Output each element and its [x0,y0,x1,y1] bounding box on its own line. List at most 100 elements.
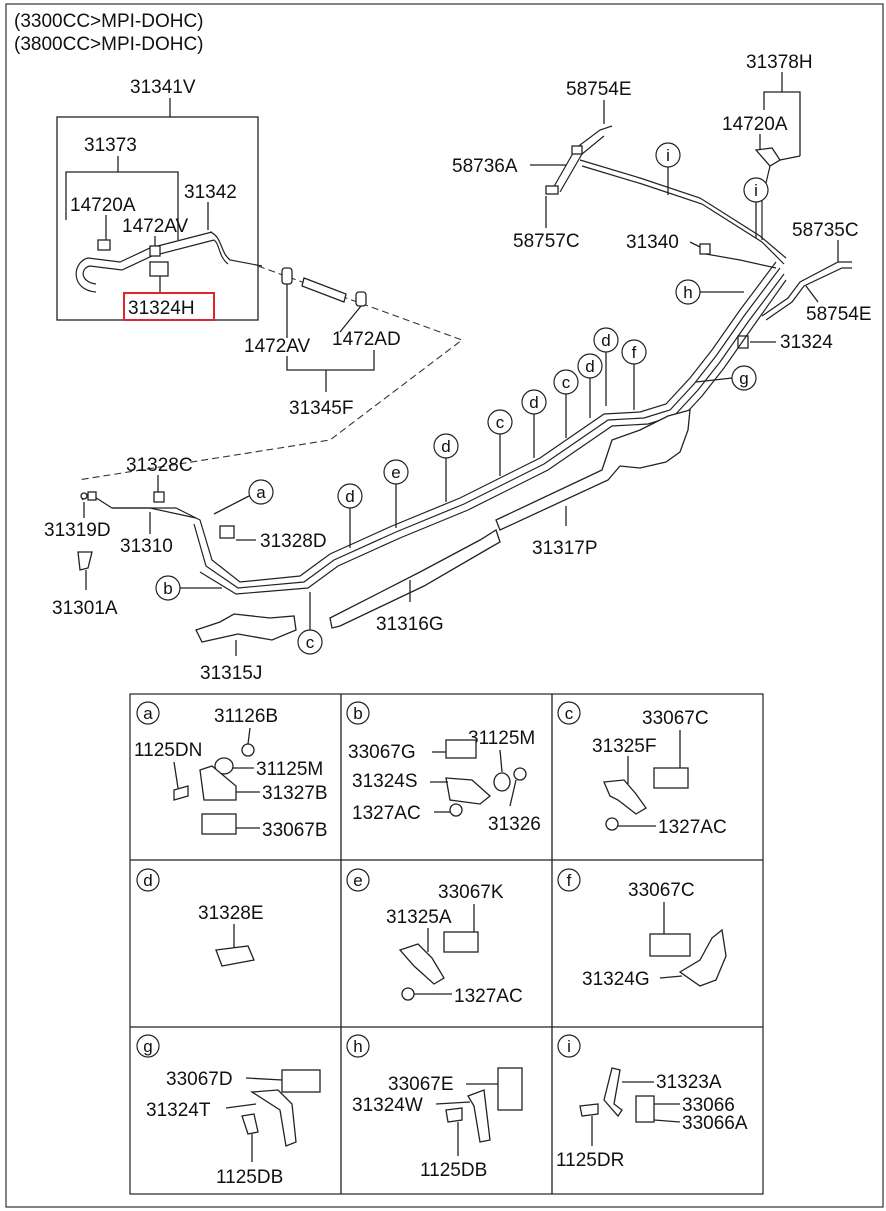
part-label-31326[interactable]: 31326 [488,814,541,835]
part-label-31378H[interactable]: 31378H [746,52,813,73]
callout-a[interactable] [248,479,274,505]
part-label-31125M[interactable]: 31125M [256,759,323,780]
part-label-31315J[interactable]: 31315J [200,663,262,684]
part-label-33066A[interactable]: 33066A [682,1113,748,1134]
part-label-1472AV-left[interactable]: 1472AV [122,216,189,237]
part-label-31324[interactable]: 31324 [780,332,833,353]
part-label-1125DB[interactable]: 1125DB [420,1160,487,1181]
frame-rail-rear [495,409,691,531]
clamp-block-icon [497,1067,523,1111]
bolt-icon [241,1113,259,1135]
part-label-33067D[interactable]: 33067D [166,1069,233,1090]
cell-letter: f [567,871,572,890]
detail-grid [129,693,764,1195]
clamp-icon [97,239,111,251]
part-label-1125DN[interactable]: 1125DN [134,740,202,761]
clamp-block-icon [281,1069,321,1093]
cell-letter: c [565,704,574,723]
part-label-33066[interactable]: 33066 [682,1095,735,1116]
part-label-58754E-top[interactable]: 58754E [566,79,632,100]
callout-e-letter: e [391,463,400,482]
callout-i-letter: i [666,146,670,165]
part-label-31125M[interactable]: 31125M [468,728,535,749]
hose-segment [301,277,347,303]
part-label-1327AC[interactable]: 1327AC [352,803,421,824]
part-label-31301A[interactable]: 31301A [52,598,118,619]
clamp-block-icon [443,931,479,953]
part-label-31328E[interactable]: 31328E [198,903,264,924]
bracket-icon [445,777,492,805]
clamp-icon [149,245,161,257]
part-label-1472AV-mid[interactable]: 1472AV [244,336,311,357]
detail-cell-b: b 33067G 31125M 31324S 1327AC 31326 [346,701,541,835]
nut-icon [449,803,463,817]
callout-a-letter: a [256,483,266,502]
part-label-31323A[interactable]: 31323A [656,1072,722,1093]
fitting-icon [87,491,97,501]
clamp-icon [754,147,781,167]
part-label-1327AC[interactable]: 1327AC [454,986,523,1007]
part-label-31324G[interactable]: 31324G [582,969,650,990]
part-label-31319D[interactable]: 31319D [44,520,111,541]
part-label-1125DR[interactable]: 1125DR [556,1150,624,1171]
part-label-33067C[interactable]: 33067C [642,708,709,729]
part-label-33067E[interactable]: 33067E [388,1074,454,1095]
frame-rail-mid [329,529,501,629]
part-label-31328D[interactable]: 31328D [260,531,327,552]
part-label-1327AC[interactable]: 1327AC [658,817,727,838]
part-label-31325A[interactable]: 31325A [386,907,452,928]
part-label-33067K[interactable]: 33067K [438,882,504,903]
clamp-icon [699,243,711,255]
part-label-14720A-left[interactable]: 14720A [70,195,136,216]
part-label-31324H[interactable]: 31324H [128,298,195,319]
part-label-31325F[interactable]: 31325F [592,736,656,757]
detail-cell-f: f 33067C 31324G [557,868,727,990]
part-label-31342[interactable]: 31342 [184,182,237,203]
part-label-31324S[interactable]: 31324S [352,771,418,792]
part-label-31341V[interactable]: 31341V [130,77,196,98]
part-label-33067C[interactable]: 33067C [628,880,695,901]
part-label-58736A[interactable]: 58736A [452,156,518,177]
part-label-31310[interactable]: 31310 [120,536,173,557]
part-label-31328C[interactable]: 31328C [126,455,193,476]
callout-g-letter: g [739,369,748,388]
part-label-31316G[interactable]: 31316G [376,614,444,635]
callout-d-letter: d [345,487,354,506]
bracket-icon [398,943,445,985]
part-label-58754E-right[interactable]: 58754E [806,304,872,325]
cell-letter: i [567,1037,571,1056]
bracket-icon [250,1089,297,1147]
callout-d-letter: d [601,331,610,350]
part-label-31327B[interactable]: 31327B [262,783,328,804]
part-label-31324T[interactable]: 31324T [146,1100,211,1121]
part-label-58757C[interactable]: 58757C [513,231,580,252]
cell-letter: b [353,704,362,723]
part-label-31324W[interactable]: 31324W [352,1095,423,1116]
callout-c-letter: c [562,373,571,392]
part-label-58735C[interactable]: 58735C [792,220,859,241]
detail-cell-h: h 33067E 31324W 1125DB [346,1034,523,1181]
part-label-1472AD[interactable]: 1472AD [332,329,401,350]
clip-icon [77,551,93,571]
part-label-33067B[interactable]: 33067B [262,820,328,841]
frame-rail-front [195,613,297,643]
callout-h-letter: h [683,283,692,302]
clamp-block-icon [635,1095,655,1123]
cell-letter: e [353,871,362,890]
part-label-31317P[interactable]: 31317P [532,538,598,559]
clamp-icon [737,335,749,349]
bracket-icon [467,1089,491,1143]
bracket-icon [603,1067,623,1118]
bolt-icon [445,1107,463,1123]
part-label-31126B[interactable]: 31126B [214,706,278,727]
part-label-14720A-right[interactable]: 14720A [722,114,788,135]
grommet-icon [241,743,255,757]
part-label-31340[interactable]: 31340 [626,232,679,253]
detail-cell-a: a 31126B 1125DN 31125M 31327B 33067B [134,701,328,841]
part-label-31345F[interactable]: 31345F [289,398,353,419]
part-label-33067G[interactable]: 33067G [348,742,416,763]
part-label-31373[interactable]: 31373 [84,135,137,156]
nut-icon [605,817,619,831]
part-label-1125DB[interactable]: 1125DB [216,1167,283,1188]
